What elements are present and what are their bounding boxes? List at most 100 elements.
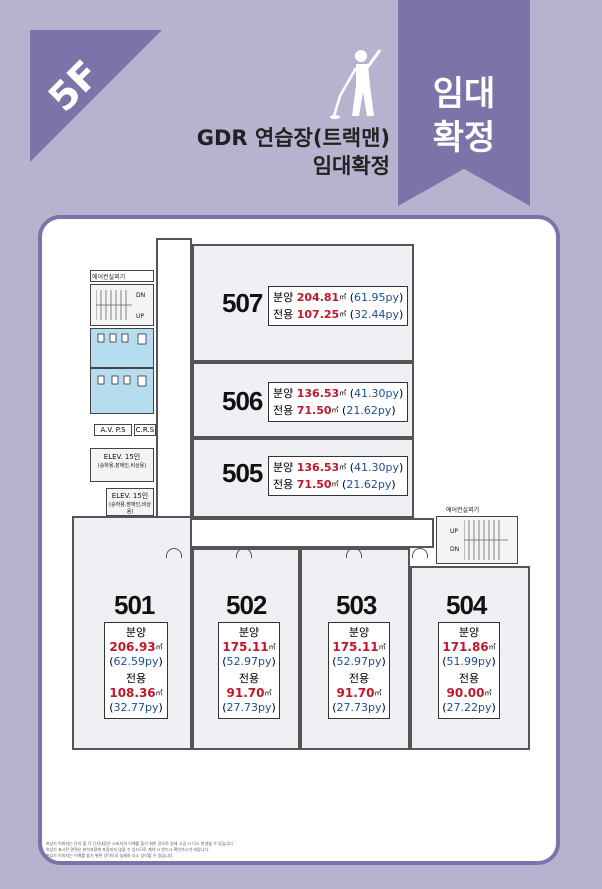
sale-py: 41.30: [354, 461, 386, 474]
m2-unit: ㎡: [155, 689, 163, 697]
use-py: 21.62: [346, 404, 378, 417]
stair-left-dn: DN: [136, 292, 146, 299]
elevator-left-1-sub: (승하용,장애인,비상용): [97, 463, 147, 469]
sale-py: 52.97: [336, 655, 369, 668]
use-m2: 71.50: [296, 404, 332, 417]
use-m2: 108.36: [109, 686, 156, 700]
footnote-line-2: ※상기 표시된 면적은 분석과정에 포함되지 않을 수 있으므로 계약 시 반드…: [46, 847, 210, 852]
unit-info-501: 분양 206.93㎡ (62.59py) 전용 108.36㎡ (32.77py…: [104, 622, 168, 719]
py-unit: py: [377, 404, 392, 417]
unit-number-507: 507: [222, 288, 263, 318]
py-unit: py: [377, 478, 392, 491]
door-503: [346, 548, 362, 558]
aircon-left: [90, 270, 154, 282]
use-py: 32.44: [354, 308, 386, 321]
sale-m2: 206.93: [109, 640, 156, 654]
m2-unit: ㎡: [268, 643, 276, 651]
use-py: 27.73: [226, 701, 259, 714]
py-unit: py: [385, 291, 400, 304]
use-m2: 91.70: [336, 686, 375, 700]
door-502: [236, 548, 252, 558]
door-504: [412, 548, 428, 558]
py-unit: py: [368, 701, 382, 714]
corridor-horizontal: [144, 518, 434, 548]
m2-unit: ㎡: [339, 389, 347, 397]
aircon-left-label: 에어컨실외기: [92, 274, 126, 281]
use-label: 전용: [273, 478, 294, 491]
avps-label: A.V. P.S: [94, 424, 132, 436]
sale-py: 61.95: [354, 291, 386, 304]
unit-number-501: 501: [114, 590, 155, 620]
m2-unit: ㎡: [484, 689, 492, 697]
unit-info-504: 분양 171.86㎡ (51.99py) 전용 90.00㎡ (27.22py): [438, 622, 500, 719]
use-label: 전용: [238, 672, 260, 685]
use-m2: 107.25: [296, 308, 340, 321]
restroom-fixtures: [97, 333, 147, 387]
use-m2: 90.00: [446, 686, 485, 700]
sale-m2: 136.53: [296, 387, 340, 400]
sale-m2: 171.86: [442, 640, 489, 654]
header-title: GDR 연습장(트랙맨) 임대확정: [197, 124, 390, 180]
py-unit: py: [385, 387, 400, 400]
elevator-left-1: [90, 448, 154, 482]
py-unit: py: [145, 701, 159, 714]
m2-unit: ㎡: [155, 643, 163, 651]
unit-number-506: 506: [222, 386, 263, 416]
ribbon-line-2: 확정: [432, 118, 496, 158]
footnote-line-1: ※상기 이미지는 단지 및 각 단지내정은 소비자의 이해를 돕기 위한 것으로…: [46, 841, 235, 846]
use-py: 32.77: [113, 701, 146, 714]
use-label: 전용: [348, 672, 370, 685]
unit-info-503: 분양 175.11㎡ (52.97py) 전용 91.70㎡ (27.73py): [328, 622, 390, 719]
unit-info-505: 분양 136.53㎡ (41.30py) 전용 71.50㎡ (21.62py): [268, 456, 409, 496]
title-line-1: GDR 연습장(트랙맨): [196, 126, 390, 150]
sale-py: 51.99: [446, 655, 479, 668]
ps-text: P.S: [115, 426, 126, 434]
stair-right-up: UP: [450, 528, 459, 535]
py-unit: py: [478, 655, 492, 668]
unit-number-505: 505: [222, 458, 263, 488]
title-line-2: 임대확정: [312, 154, 390, 178]
use-m2: 91.70: [226, 686, 265, 700]
use-label: 전용: [273, 404, 294, 417]
unit-info-507: 분양 204.81㎡ (61.95py) 전용 107.25㎡ (32.44py…: [268, 286, 409, 326]
stair-left-treads: [96, 290, 132, 320]
sale-m2: 175.11: [222, 640, 269, 654]
sale-label: 분양: [273, 461, 294, 474]
use-py: 27.73: [336, 701, 369, 714]
golfer-icon: [330, 49, 382, 119]
m2-unit: ㎡: [339, 310, 347, 318]
sale-label: 분양: [238, 626, 260, 639]
sale-py: 41.30: [354, 387, 386, 400]
sale-py: 52.97: [226, 655, 259, 668]
py-unit: py: [385, 308, 400, 321]
footnote-line-3: ※상기 이미지는 이해를 돕기 위한 것이므로 실제와 다소 상이할 수 있습니…: [46, 853, 174, 858]
unit-info-506: 분양 136.53㎡ (41.30py) 전용 71.50㎡ (21.62py): [268, 382, 409, 422]
sale-label: 분양: [348, 626, 370, 639]
crs-label: C.R.S: [134, 424, 156, 436]
unit-number-504: 504: [446, 590, 487, 620]
m2-unit: ㎡: [378, 643, 386, 651]
elevator-left-2-sub: (승하용,장애인,비상용): [109, 502, 151, 515]
m2-unit: ㎡: [331, 406, 339, 414]
py-unit: py: [145, 655, 159, 668]
sale-label: 분양: [273, 291, 294, 304]
status-ribbon-text: 임대 확정: [398, 72, 530, 160]
ribbon-line-1: 임대: [432, 74, 496, 114]
sale-m2: 175.11: [332, 640, 379, 654]
sale-py: 62.59: [113, 655, 146, 668]
use-m2: 71.50: [296, 478, 332, 491]
py-unit: py: [368, 655, 382, 668]
footnote: ※상기 이미지는 단지 및 각 단지내정은 소비자의 이해를 돕기 위한 것으로…: [46, 841, 546, 859]
use-label: 전용: [458, 672, 480, 685]
aircon-right-label: 에어컨실외기: [446, 507, 480, 514]
elevator-left-2-label: ELEV. 15인 (승하용,장애인,비상용): [106, 491, 154, 515]
m2-unit: ㎡: [331, 480, 339, 488]
elevator-left-2: [106, 488, 154, 516]
use-label: 전용: [125, 672, 147, 685]
stair-left-up: UP: [136, 313, 145, 320]
m2-unit: ㎡: [488, 643, 496, 651]
py-unit: py: [478, 701, 492, 714]
py-unit: py: [258, 655, 272, 668]
stair-right-dn: DN: [450, 546, 460, 553]
py-unit: py: [385, 461, 400, 474]
